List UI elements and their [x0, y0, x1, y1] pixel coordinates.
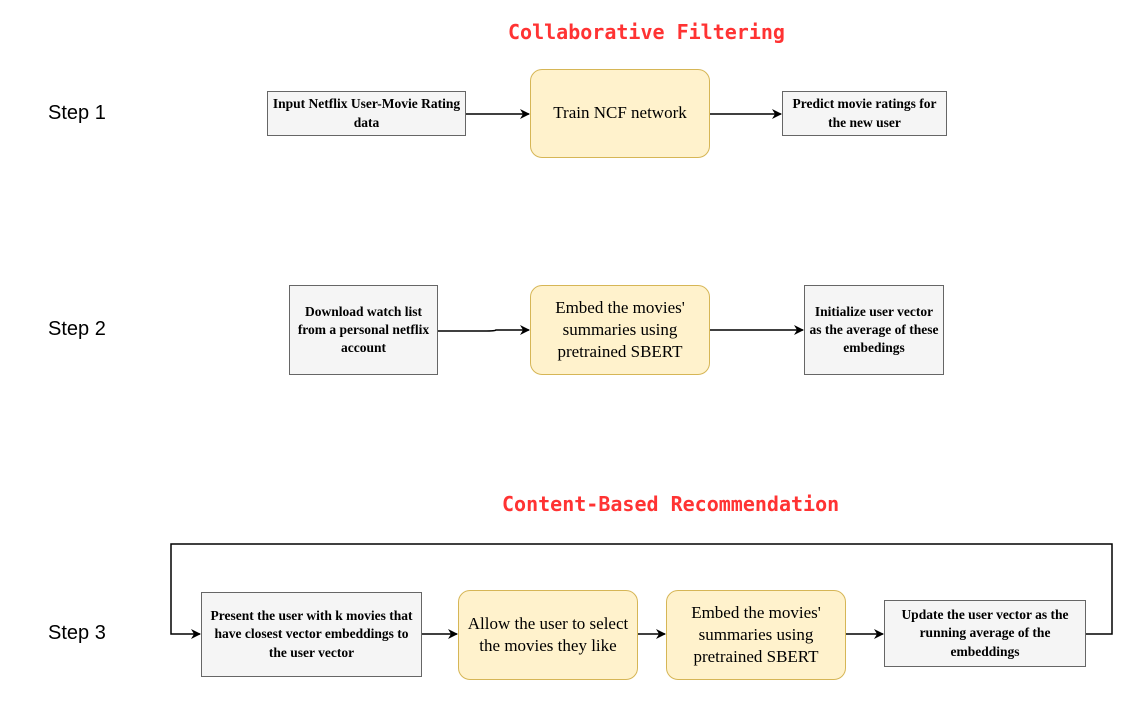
- input-netflix-data-text: Input Netflix User-Movie Rating data: [272, 96, 461, 130]
- embed-summaries-step3-text: Embed the movies' summaries using pretra…: [691, 602, 821, 667]
- initialize-user-vector-text: Initialize user vector as the average of…: [809, 303, 939, 356]
- allow-select-text: Allow the user to select the movies they…: [467, 613, 629, 655]
- allow-select-box: Allow the user to select the movies they…: [458, 590, 638, 680]
- train-ncf-text: Train NCF network: [553, 103, 687, 123]
- step-1-label: Step 1: [48, 102, 106, 124]
- predict-ratings-text: Predict movie ratings for the new user: [792, 96, 937, 130]
- embed-summaries-step2-box: Embed the movies' summaries using pretra…: [530, 285, 710, 375]
- embed-summaries-step3-box: Embed the movies' summaries using pretra…: [666, 590, 846, 680]
- download-watchlist-text: Download watch list from a personal netf…: [297, 303, 430, 356]
- initialize-user-vector-box: Initialize user vector as the average of…: [804, 285, 944, 375]
- collaborative-filtering-title: Collaborative Filtering: [508, 20, 785, 44]
- present-k-movies-text: Present the user with k movies that have…: [210, 608, 413, 660]
- step-3-label: Step 3: [48, 622, 106, 644]
- train-ncf-box: Train NCF network: [530, 69, 710, 158]
- content-based-recommendation-title: Content-Based Recommendation: [502, 492, 840, 516]
- step-2-label: Step 2: [48, 318, 106, 340]
- update-user-vector-box: Update the user vector as the running av…: [884, 600, 1086, 667]
- arrow-download-to-embed: [438, 325, 530, 335]
- predict-ratings-box: Predict movie ratings for the new user: [782, 91, 947, 136]
- input-netflix-data-box: Input Netflix User-Movie Rating data: [267, 91, 466, 136]
- present-k-movies-box: Present the user with k movies that have…: [201, 592, 422, 677]
- embed-summaries-step2-text: Embed the movies' summaries using pretra…: [555, 297, 685, 362]
- download-watchlist-box: Download watch list from a personal netf…: [289, 285, 438, 375]
- update-user-vector-text: Update the user vector as the running av…: [901, 607, 1069, 659]
